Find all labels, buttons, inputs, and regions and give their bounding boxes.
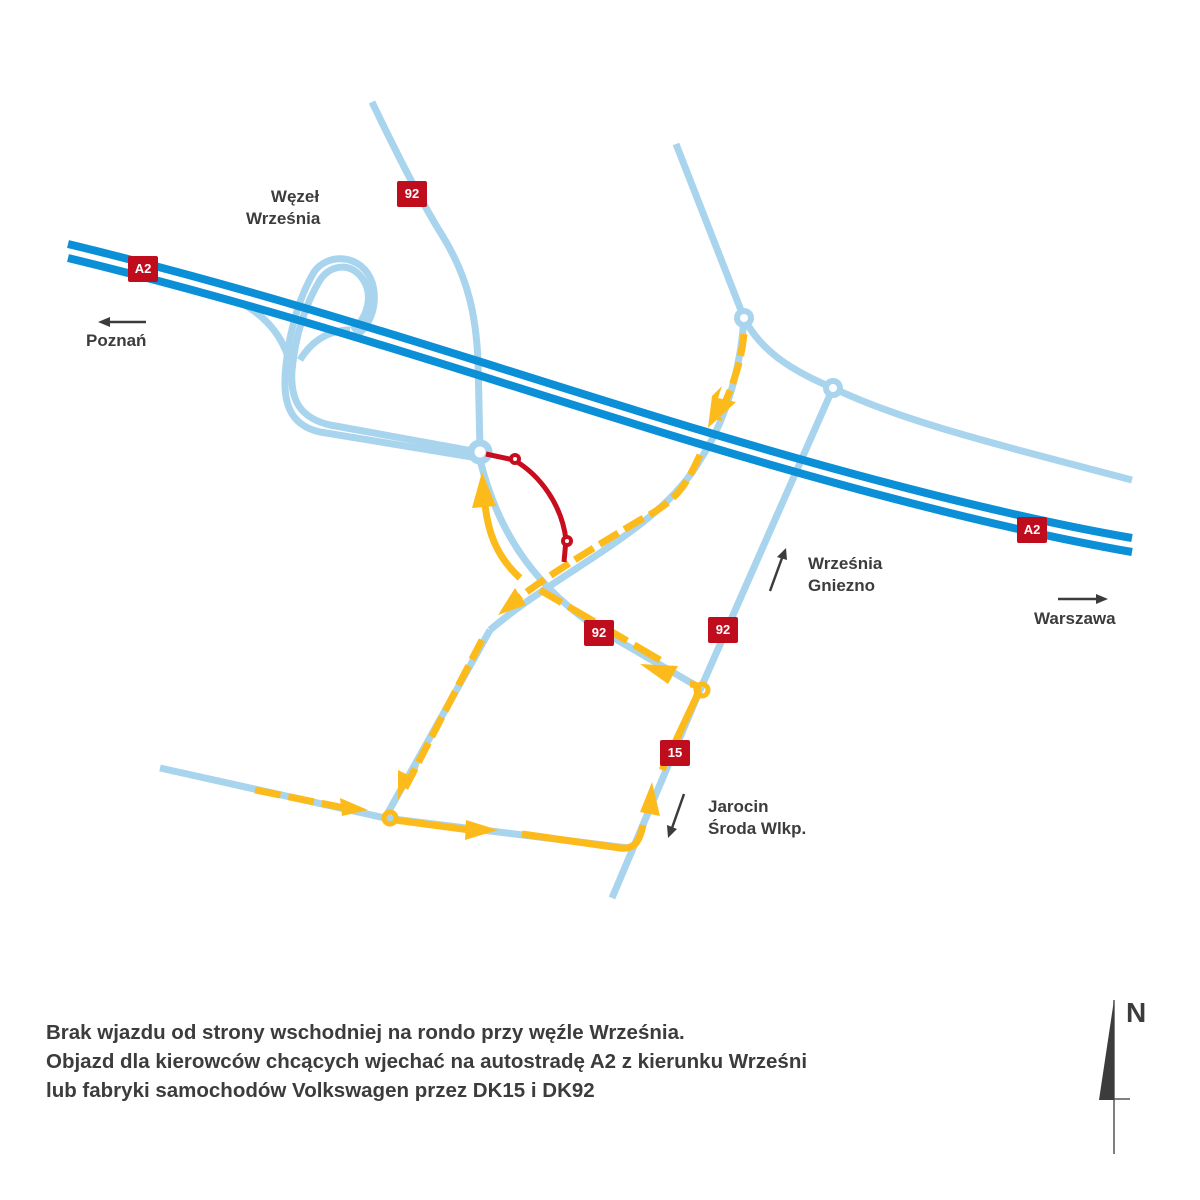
north-arrow-icon: [1099, 1000, 1130, 1154]
arrow-left-poznan-icon: [98, 317, 146, 327]
arrow-nw-dk92: [640, 664, 678, 684]
roundabout-west: [467, 439, 493, 465]
interchange-loop-inner: [281, 255, 479, 462]
road-nw-link: [487, 317, 748, 633]
caption: Brak wjazdu od strony wschodniej na rond…: [46, 1018, 1046, 1105]
sroda-label: Środa Wlkp.: [708, 819, 807, 838]
interchange-label-line1: Węzeł: [270, 187, 320, 206]
arrow-east-south: [465, 820, 498, 840]
poznan-label: Poznań: [86, 331, 147, 350]
arrow-up-dk15: [640, 782, 660, 816]
arrow-up-to-west-roundabout: [472, 472, 496, 508]
warszawa-label: Warszawa: [1034, 609, 1116, 628]
north-label: N: [1126, 997, 1147, 1028]
caption-line1: Brak wjazdu od strony wschodniej na rond…: [46, 1021, 685, 1044]
roundabouts: [467, 308, 843, 465]
detour-turn-circles: [381, 681, 711, 827]
gniezno-label: Gniezno: [808, 576, 876, 595]
turn-sw: [381, 809, 399, 827]
road-south-link: [381, 628, 629, 852]
sign-dk92-center: 92: [584, 620, 614, 646]
interchange-label: Węzeł: [260, 186, 330, 208]
sign-dk92-north: 92: [397, 181, 427, 207]
detour-dk92-curve: [481, 504, 523, 581]
arrow-down-jarocin-icon: [667, 793, 686, 838]
arrow-up-wrzesnia-icon: [768, 548, 787, 592]
detour-cross-dashed: [507, 453, 704, 608]
interchange-loop-outer: [288, 263, 479, 456]
wrzesnia-label: Września: [808, 554, 883, 573]
detour-west-dashed: [254, 786, 346, 812]
arrow-down-north: [708, 386, 736, 428]
motorway-a2: [67, 240, 1133, 556]
caption-line2: Objazd dla kierowców chcących wjechać na…: [46, 1050, 808, 1073]
road-ne-to-nroundabout: [740, 316, 835, 392]
roundabout-north: [734, 308, 754, 328]
direction-arrows: [98, 317, 1108, 838]
arrow-sw-cross: [498, 588, 526, 615]
wrzesnia-gniezno-label: Września Gniezno: [808, 553, 882, 597]
turn-east: [693, 681, 711, 699]
detour-north-dashed: [714, 333, 748, 422]
jarocin-label: Jarocin: [708, 797, 769, 816]
detour-arrows: [340, 386, 736, 840]
sign-dk15: 15: [660, 740, 690, 766]
arrow-right-warszawa-icon: [1058, 594, 1108, 604]
road-dk92-north: [368, 100, 484, 451]
sign-a2-east: A2: [1017, 517, 1047, 543]
sign-dk92-east: 92: [708, 617, 738, 643]
detour-south-solid-2: [521, 824, 647, 852]
roundabout-east: [823, 378, 843, 398]
interchange-label-line2: Września: [246, 209, 321, 228]
jarocin-sroda-label: Jarocin Środa Wlkp.: [708, 796, 806, 840]
closed-connector: [485, 451, 573, 563]
road-east: [831, 384, 1133, 484]
detour-routes: [254, 333, 748, 852]
detour-dk92: [538, 586, 662, 664]
arrow-to-sw-roundabout: [398, 763, 420, 800]
road-northeast: [672, 142, 748, 320]
sign-a2-west: A2: [128, 256, 158, 282]
caption-line3: lub fabryki samochodów Volkswagen przez …: [46, 1079, 595, 1102]
detour-south-solid: [394, 816, 471, 834]
arrow-east-west-spur: [340, 798, 368, 816]
